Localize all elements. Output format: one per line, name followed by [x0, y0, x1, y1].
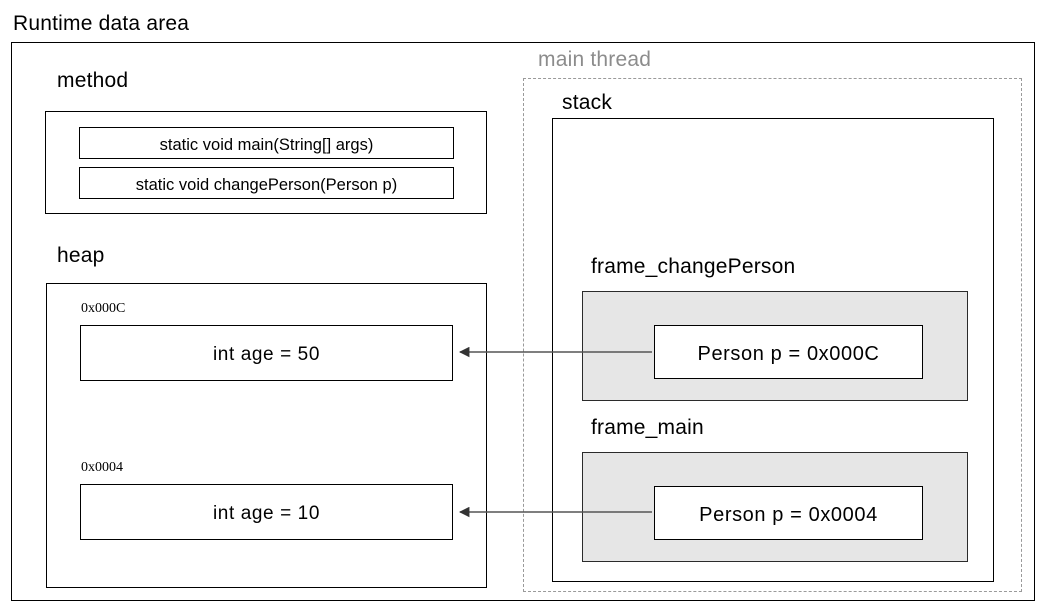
method-entry-changeperson-label: static void changePerson(Person p) [135, 176, 398, 194]
heap-object-address-0: 0x000C [81, 301, 126, 316]
heap-object-1-field: int age = 10 [212, 503, 321, 524]
main-thread-heading: main thread [538, 48, 652, 71]
frame-main-box[interactable]: Person p = 0x0004 [582, 452, 968, 562]
frame-changeperson-box[interactable]: Person p = 0x000C [582, 291, 968, 401]
heap-object-0-field: int age = 50 [212, 344, 321, 365]
frame-main-heading: frame_main [591, 416, 704, 439]
stack-heading: stack [562, 91, 613, 114]
runtime-data-area-border [11, 42, 1035, 601]
heap-object-address-1: 0x0004 [81, 460, 123, 475]
frame-main-variable-box[interactable]: Person p = 0x0004 [654, 486, 923, 540]
frame-changeperson-variable-box[interactable]: Person p = 0x000C [654, 325, 923, 379]
method-entry-changeperson[interactable]: static void changePerson(Person p) [79, 167, 454, 199]
main-thread-box [523, 78, 1022, 592]
heap-area-box: 0x000C int age = 50 0x0004 int age = 10 [46, 283, 487, 588]
stack-box: frame_changePerson Person p = 0x000C fra… [552, 118, 994, 582]
method-area-heading: method [57, 69, 129, 92]
frame-changeperson-heading: frame_changePerson [591, 255, 796, 278]
method-entry-main[interactable]: static void main(String[] args) [79, 127, 454, 159]
heap-object-0[interactable]: int age = 50 [80, 325, 453, 381]
frame-changeperson-variable-label: Person p = 0x000C [697, 343, 880, 365]
heap-area-heading: heap [57, 244, 105, 267]
method-entry-main-label: static void main(String[] args) [159, 136, 374, 154]
frame-main-variable-label: Person p = 0x0004 [699, 504, 878, 526]
heap-object-1[interactable]: int age = 10 [80, 484, 453, 540]
diagram-title: Runtime data area [13, 12, 190, 35]
method-area-box: static void main(String[] args) static v… [45, 111, 487, 214]
